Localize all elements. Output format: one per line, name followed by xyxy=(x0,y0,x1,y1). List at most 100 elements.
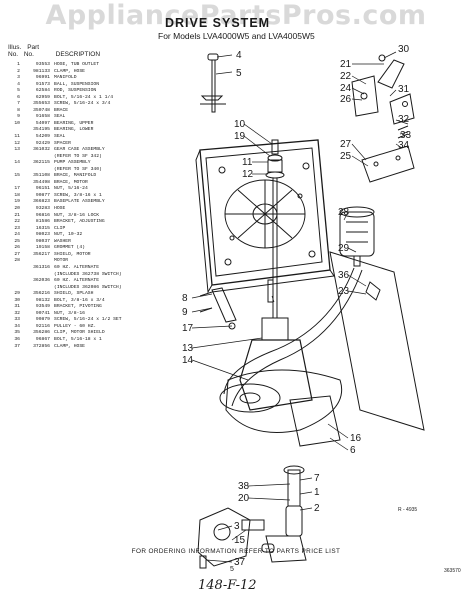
part-number: 93283 xyxy=(35,206,50,212)
callout-29: 29 xyxy=(338,243,350,254)
callout-14: 14 xyxy=(182,355,194,366)
part-description: (REFER TO SF 342) xyxy=(54,153,102,159)
part-number: 93553 xyxy=(35,62,50,67)
part-number: 356286 xyxy=(33,330,50,336)
part-number: 91573 xyxy=(35,81,50,87)
callout-30: 30 xyxy=(398,44,410,55)
part-description: SHIELD, MOTOR xyxy=(54,251,91,257)
footer-note: FOR ORDERING INFORMATION REFER TO PARTS … xyxy=(131,548,341,555)
part-number: 361032 xyxy=(33,147,50,153)
part-illus-number: 1 xyxy=(17,62,20,67)
part-number: 62959 xyxy=(35,94,50,100)
part-number: 356216 xyxy=(33,291,50,297)
part-number: 362036 xyxy=(33,278,50,284)
callout-16: 16 xyxy=(350,433,362,444)
motor-bracket-assembly xyxy=(351,54,415,183)
part-description: SCREW, 3/8-16 x 1 xyxy=(54,192,102,198)
shield-clip xyxy=(365,281,381,301)
parts-list-row: 9 91658 SEAL xyxy=(8,114,168,121)
outlet-hose xyxy=(261,465,307,563)
part-description: 60 HZ. ALTERNATE xyxy=(54,264,100,270)
suspension-rod-assembly xyxy=(200,53,226,113)
callout-24: 24 xyxy=(340,83,352,94)
part-illus-number: 28 xyxy=(14,258,20,264)
part-illus-number: 9 xyxy=(17,114,20,120)
callout-28: 28 xyxy=(338,207,350,218)
part-number: 92429 xyxy=(35,140,50,146)
part-illus-number: 17 xyxy=(14,186,20,192)
part-illus-number: 22 xyxy=(14,219,20,225)
part-number: 91658 xyxy=(35,114,50,120)
part-description: (INCLUDES 362738 SWITCH) xyxy=(54,271,122,277)
part-description: BOLT, 5/16-24 x 1 1/4 xyxy=(54,94,114,100)
part-description: (REFER TO SF 340) xyxy=(54,166,102,172)
part-description: NUT, 3/8-16 LOCK xyxy=(54,212,100,218)
part-number: 19158 xyxy=(35,245,50,251)
part-description: ROD, SUSPENSION xyxy=(54,88,97,94)
part-description: NUT, 5/16-24 xyxy=(54,186,88,192)
part-description: SEAL xyxy=(54,114,66,120)
part-number: 90879 xyxy=(35,317,50,323)
part-description: (INCLUDES 362086 SWITCH) xyxy=(54,284,122,290)
parts-list-row: 14 362115 PUMP ASSEMBLY xyxy=(8,160,168,167)
part-description: SPACER xyxy=(54,140,71,146)
parts-list-row: 17 96151 NUT, 5/16-24 xyxy=(8,186,168,193)
part-description: NUT, 10-32 xyxy=(54,232,83,238)
part-description: GEAR CASE ASSEMBLY xyxy=(54,147,105,153)
part-number: 96151 xyxy=(35,186,50,192)
part-illus-number: 4 xyxy=(17,81,20,87)
part-illus-number: 37 xyxy=(14,343,20,349)
part-illus-number: 11 xyxy=(14,134,20,140)
part-description: PUMP ASSEMBLY xyxy=(54,160,91,166)
part-number: 90877 xyxy=(35,192,50,198)
drive-belt xyxy=(223,267,363,407)
part-illus-number: 18 xyxy=(14,192,20,198)
part-illus-number: 24 xyxy=(14,232,20,238)
part-description: SHIELD, SPLASH xyxy=(54,291,94,297)
part-illus-number: 26 xyxy=(14,245,20,251)
part-illus-number: 7 xyxy=(17,101,20,107)
watermark: AppliancePartsPros.com xyxy=(45,0,427,31)
part-illus-number: 35 xyxy=(14,330,20,336)
callout-38: 38 xyxy=(238,481,250,492)
part-description: CLAMP, HOSE xyxy=(54,68,85,74)
part-number: 96816 xyxy=(35,212,50,218)
parts-list-row: (REFER TO SF 340) xyxy=(8,167,168,174)
handwritten-note: 148-F-12 xyxy=(198,578,257,593)
part-number: 98037 xyxy=(35,238,50,244)
part-number: 354195 xyxy=(33,127,50,133)
page-number: 5 xyxy=(230,566,234,573)
callout-11: 11 xyxy=(242,157,253,168)
part-number: 981133 xyxy=(33,68,50,74)
part-description: BOLT, 5/16-18 x 1 xyxy=(54,336,102,342)
part-illus-number: 14 xyxy=(14,160,20,166)
table-header-illus: Illus. xyxy=(8,44,22,51)
part-number: 90741 xyxy=(35,310,50,316)
callout-31: 31 xyxy=(398,84,410,95)
part-illus-number: 34 xyxy=(14,323,20,329)
part-description: BRACKET, PIVOTING xyxy=(54,304,102,310)
part-number: 362115 xyxy=(33,160,50,166)
callout-21: 21 xyxy=(340,59,352,70)
callout-2: 2 xyxy=(314,503,320,514)
part-description: CLIP xyxy=(54,225,66,231)
table-header-description: DESCRIPTION xyxy=(55,51,101,58)
part-illus-number: 30 xyxy=(14,297,20,303)
part-description: BRACE xyxy=(54,107,69,113)
